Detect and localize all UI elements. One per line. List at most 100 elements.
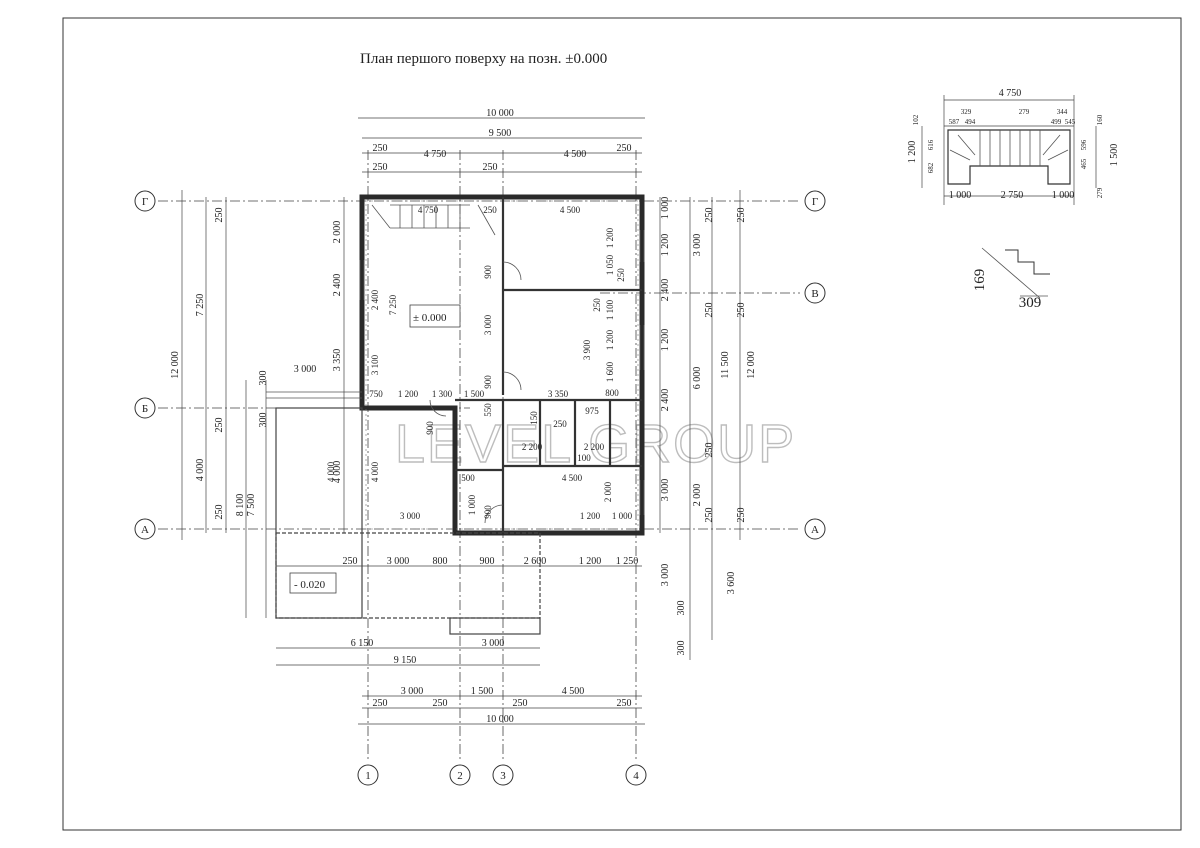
dim-bottom-4500: 4 500 xyxy=(562,686,585,697)
dim-inner-13: 750 xyxy=(369,389,383,399)
step-detail: 169 309 xyxy=(972,247,1050,311)
axis-bubbles: Г Б А Г В А 1 2 3 4 xyxy=(134,190,826,786)
dim-top-250b: 250 xyxy=(483,162,498,173)
dim-left-8100: 8 100 xyxy=(235,494,246,517)
dim-inner-38: 100 xyxy=(577,453,591,463)
dim-right-12000: 12 000 xyxy=(746,351,757,379)
stair-left-1200: 1 200 xyxy=(907,141,918,164)
dim-inner-3: 2 400 xyxy=(370,289,380,310)
level-box-terrace xyxy=(289,572,337,594)
dim-inner-7: 900 xyxy=(483,265,493,279)
axis-label-a-right: А xyxy=(811,524,819,536)
stair-right-596: 596 xyxy=(1080,139,1088,150)
dim-bottom-250b: 250 xyxy=(433,698,448,709)
axis-label-1: 1 xyxy=(365,770,371,782)
dim-left-7500: 7 500 xyxy=(246,494,257,517)
stair-left-682: 682 xyxy=(927,162,935,173)
watermark: LEVEL GROUP xyxy=(395,414,796,474)
dim-bottom-3000a: 3 000 xyxy=(387,556,410,567)
dim-inner-25: 2 200 xyxy=(584,442,605,452)
dim-inner-5: 3 100 xyxy=(370,354,380,375)
dim-right-1000: 1 000 xyxy=(660,197,671,220)
dim-right-250c: 250 xyxy=(704,303,715,318)
stair-sub-279: 279 xyxy=(1019,108,1030,116)
dim-inner-26: 900 xyxy=(425,421,435,435)
axis-label-g-left: Г xyxy=(142,196,148,208)
dimensions-top: 10 000 9 500 250 4 750 250 4 500 250 250 xyxy=(358,108,645,173)
dim-top-250c: 250 xyxy=(617,143,632,154)
dim-inner-37: 250 xyxy=(553,419,567,429)
dim-bottom-10000: 10 000 xyxy=(486,714,514,725)
stair-left-616: 616 xyxy=(927,139,935,150)
dim-left-3350: 3 350 xyxy=(332,349,343,372)
dim-inner-24: 2 200 xyxy=(522,442,543,452)
plan-title: План першого поверху на позн. ±0.000 xyxy=(360,51,607,67)
building-walls xyxy=(359,194,645,536)
dim-right-300b: 300 xyxy=(676,641,687,656)
dim-inner-19: 1 050 xyxy=(605,254,615,275)
dim-bottom-250: 250 xyxy=(343,556,358,567)
dim-inner-22: 250 xyxy=(592,298,602,312)
dim-inner-12: 1 500 xyxy=(464,389,485,399)
dim-bottom-6150: 6 150 xyxy=(351,638,374,649)
dim-left-300a: 300 xyxy=(258,371,269,386)
axis-label-2: 2 xyxy=(457,770,463,782)
dim-inner-27: 500 xyxy=(461,473,475,483)
dim-left-4000: 4 000 xyxy=(195,459,206,482)
dim-inner-32: 1 000 xyxy=(467,494,477,515)
stair-right-1500: 1 500 xyxy=(1109,144,1120,167)
dim-right-250a: 250 xyxy=(704,208,715,223)
dim-right-1200b: 1 200 xyxy=(660,329,671,352)
dim-bottom-250c: 250 xyxy=(513,698,528,709)
stair-bottom-1000b: 1 000 xyxy=(1052,190,1075,201)
dim-inner-23: 800 xyxy=(605,388,619,398)
dim-bottom-1250: 1 250 xyxy=(616,556,639,567)
dim-right-3000b: 3 000 xyxy=(660,479,671,502)
dim-left-12000: 12 000 xyxy=(170,351,181,379)
dim-inner-4: 7 250 xyxy=(388,294,398,315)
staircase xyxy=(371,204,496,236)
dim-top-250d: 250 xyxy=(373,162,388,173)
stair-left-102: 102 xyxy=(912,114,920,125)
dim-inner-8: 900 xyxy=(483,375,493,389)
dim-inner-18: 1 100 xyxy=(605,299,615,320)
dim-bottom-250a: 250 xyxy=(373,698,388,709)
dim-inner-29: 2 000 xyxy=(603,481,613,502)
dim-right-300a: 300 xyxy=(676,601,687,616)
dim-inner-31: 1 000 xyxy=(612,511,633,521)
stair-top-4750: 4 750 xyxy=(999,88,1022,99)
dim-right-1200a: 1 200 xyxy=(660,234,671,257)
dim-right-2000: 2 000 xyxy=(692,484,703,507)
level-box-main xyxy=(409,304,461,328)
dim-inner-40: 550 xyxy=(483,403,493,417)
stair-right-160: 160 xyxy=(1096,114,1104,125)
dim-bottom-2600: 2 600 xyxy=(524,556,547,567)
dim-inner-10: 1 200 xyxy=(398,389,419,399)
dim-bottom-9150: 9 150 xyxy=(394,655,417,666)
dim-inner-28: 4 500 xyxy=(562,473,583,483)
dim-bottom-250d: 250 xyxy=(617,698,632,709)
dim-inner-1: 250 xyxy=(483,205,497,215)
dim-left-7250: 7 250 xyxy=(195,294,206,317)
axis-label-3: 3 xyxy=(500,770,506,782)
step-tread: 309 xyxy=(1019,295,1042,311)
stair-detail: 4 750 329 279 344 587 494 499 545 1 200 … xyxy=(907,88,1120,205)
dim-right-250b: 250 xyxy=(736,208,747,223)
step-rise: 169 xyxy=(972,269,988,292)
dim-right-11500: 11 500 xyxy=(720,351,731,378)
sheet-frame xyxy=(62,17,1182,831)
dimensions-left: 12 000 7 250 250 4 000 250 8 100 7 500 3… xyxy=(170,190,345,618)
dim-inner-15: 3 900 xyxy=(582,339,592,360)
dim-bottom-3000c: 3 000 xyxy=(401,686,424,697)
dim-inner-36: 975 xyxy=(585,406,599,416)
axis-label-4: 4 xyxy=(633,770,639,782)
level-main: ± 0.000 xyxy=(413,312,447,324)
stair-sub-587: 587 xyxy=(949,118,960,126)
dim-inner-9: 900 xyxy=(483,505,493,519)
dim-inner-2: 4 500 xyxy=(560,205,581,215)
dim-top-4750: 4 750 xyxy=(424,149,447,160)
terrace xyxy=(266,391,541,635)
axis-label-b-left: Б xyxy=(142,403,148,415)
stair-sub-545: 545 xyxy=(1065,118,1076,126)
